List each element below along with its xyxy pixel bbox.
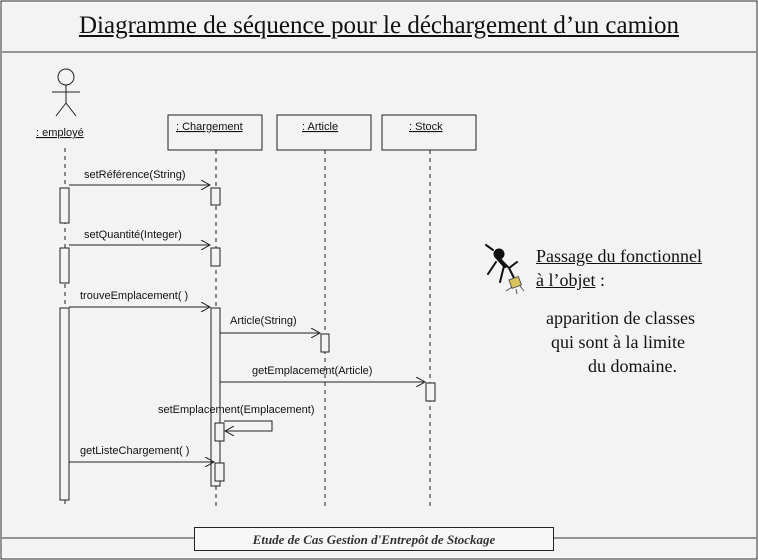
object-stock: : Stock — [381, 114, 477, 151]
object-chargement: : Chargement — [167, 114, 263, 151]
jumping-figure-icon — [485, 244, 525, 295]
message-label-trouveemplacement: trouveEmplacement( ) — [80, 290, 188, 302]
activation-chargement-1 — [210, 187, 221, 206]
activation-employe-1 — [59, 187, 70, 224]
object-label-stock: : Stock — [409, 121, 443, 133]
message-label-article: Article(String) — [230, 315, 297, 327]
message-label-setreference: setRéférence(String) — [84, 169, 186, 181]
diagram-title: Diagramme de séquence pour le déchargeme… — [0, 12, 758, 40]
activation-employe-2 — [59, 247, 70, 284]
note-heading-text: Passage du fonctionnel — [536, 246, 702, 266]
message-label-setquantite: setQuantité(Integer) — [84, 229, 182, 241]
message-arrow-setemplacement — [224, 420, 273, 431]
activation-article-1 — [320, 333, 330, 353]
actor-employe-icon — [52, 68, 80, 117]
activation-chargement-2 — [210, 247, 221, 267]
activation-chargement-3 — [210, 307, 221, 487]
message-label-getlistechargement: getListeChargement( ) — [80, 445, 189, 457]
note-heading-line1: Passage du fonctionnel — [536, 244, 702, 268]
message-label-getemplacement: getEmplacement(Article) — [252, 365, 372, 377]
activation-chargement-4 — [214, 462, 225, 482]
activation-employe-3 — [59, 307, 70, 501]
activation-stock-1 — [425, 382, 436, 402]
object-article: : Article — [276, 114, 372, 151]
footer-caption: Etude de Cas Gestion d'Entrepôt de Stock… — [194, 527, 554, 551]
note-heading-colon: : — [595, 270, 605, 290]
note-body-line3: du domaine. — [588, 356, 677, 376]
note-heading-line2: à l’objet : — [536, 268, 605, 292]
message-label-setemplacement: setEmplacement(Emplacement) — [158, 404, 315, 416]
activation-chargement-self — [214, 422, 225, 442]
object-label-chargement: : Chargement — [176, 121, 243, 133]
title-label: Diagramme de séquence pour le déchargeme… — [79, 12, 679, 39]
object-label-article: : Article — [302, 121, 338, 133]
note-body-line1: apparition de classes — [546, 308, 695, 328]
note-body-line2: qui sont à la limite — [551, 332, 685, 352]
actor-label: : employé — [36, 127, 84, 139]
note-heading-line2-text: à l’objet — [536, 270, 596, 290]
